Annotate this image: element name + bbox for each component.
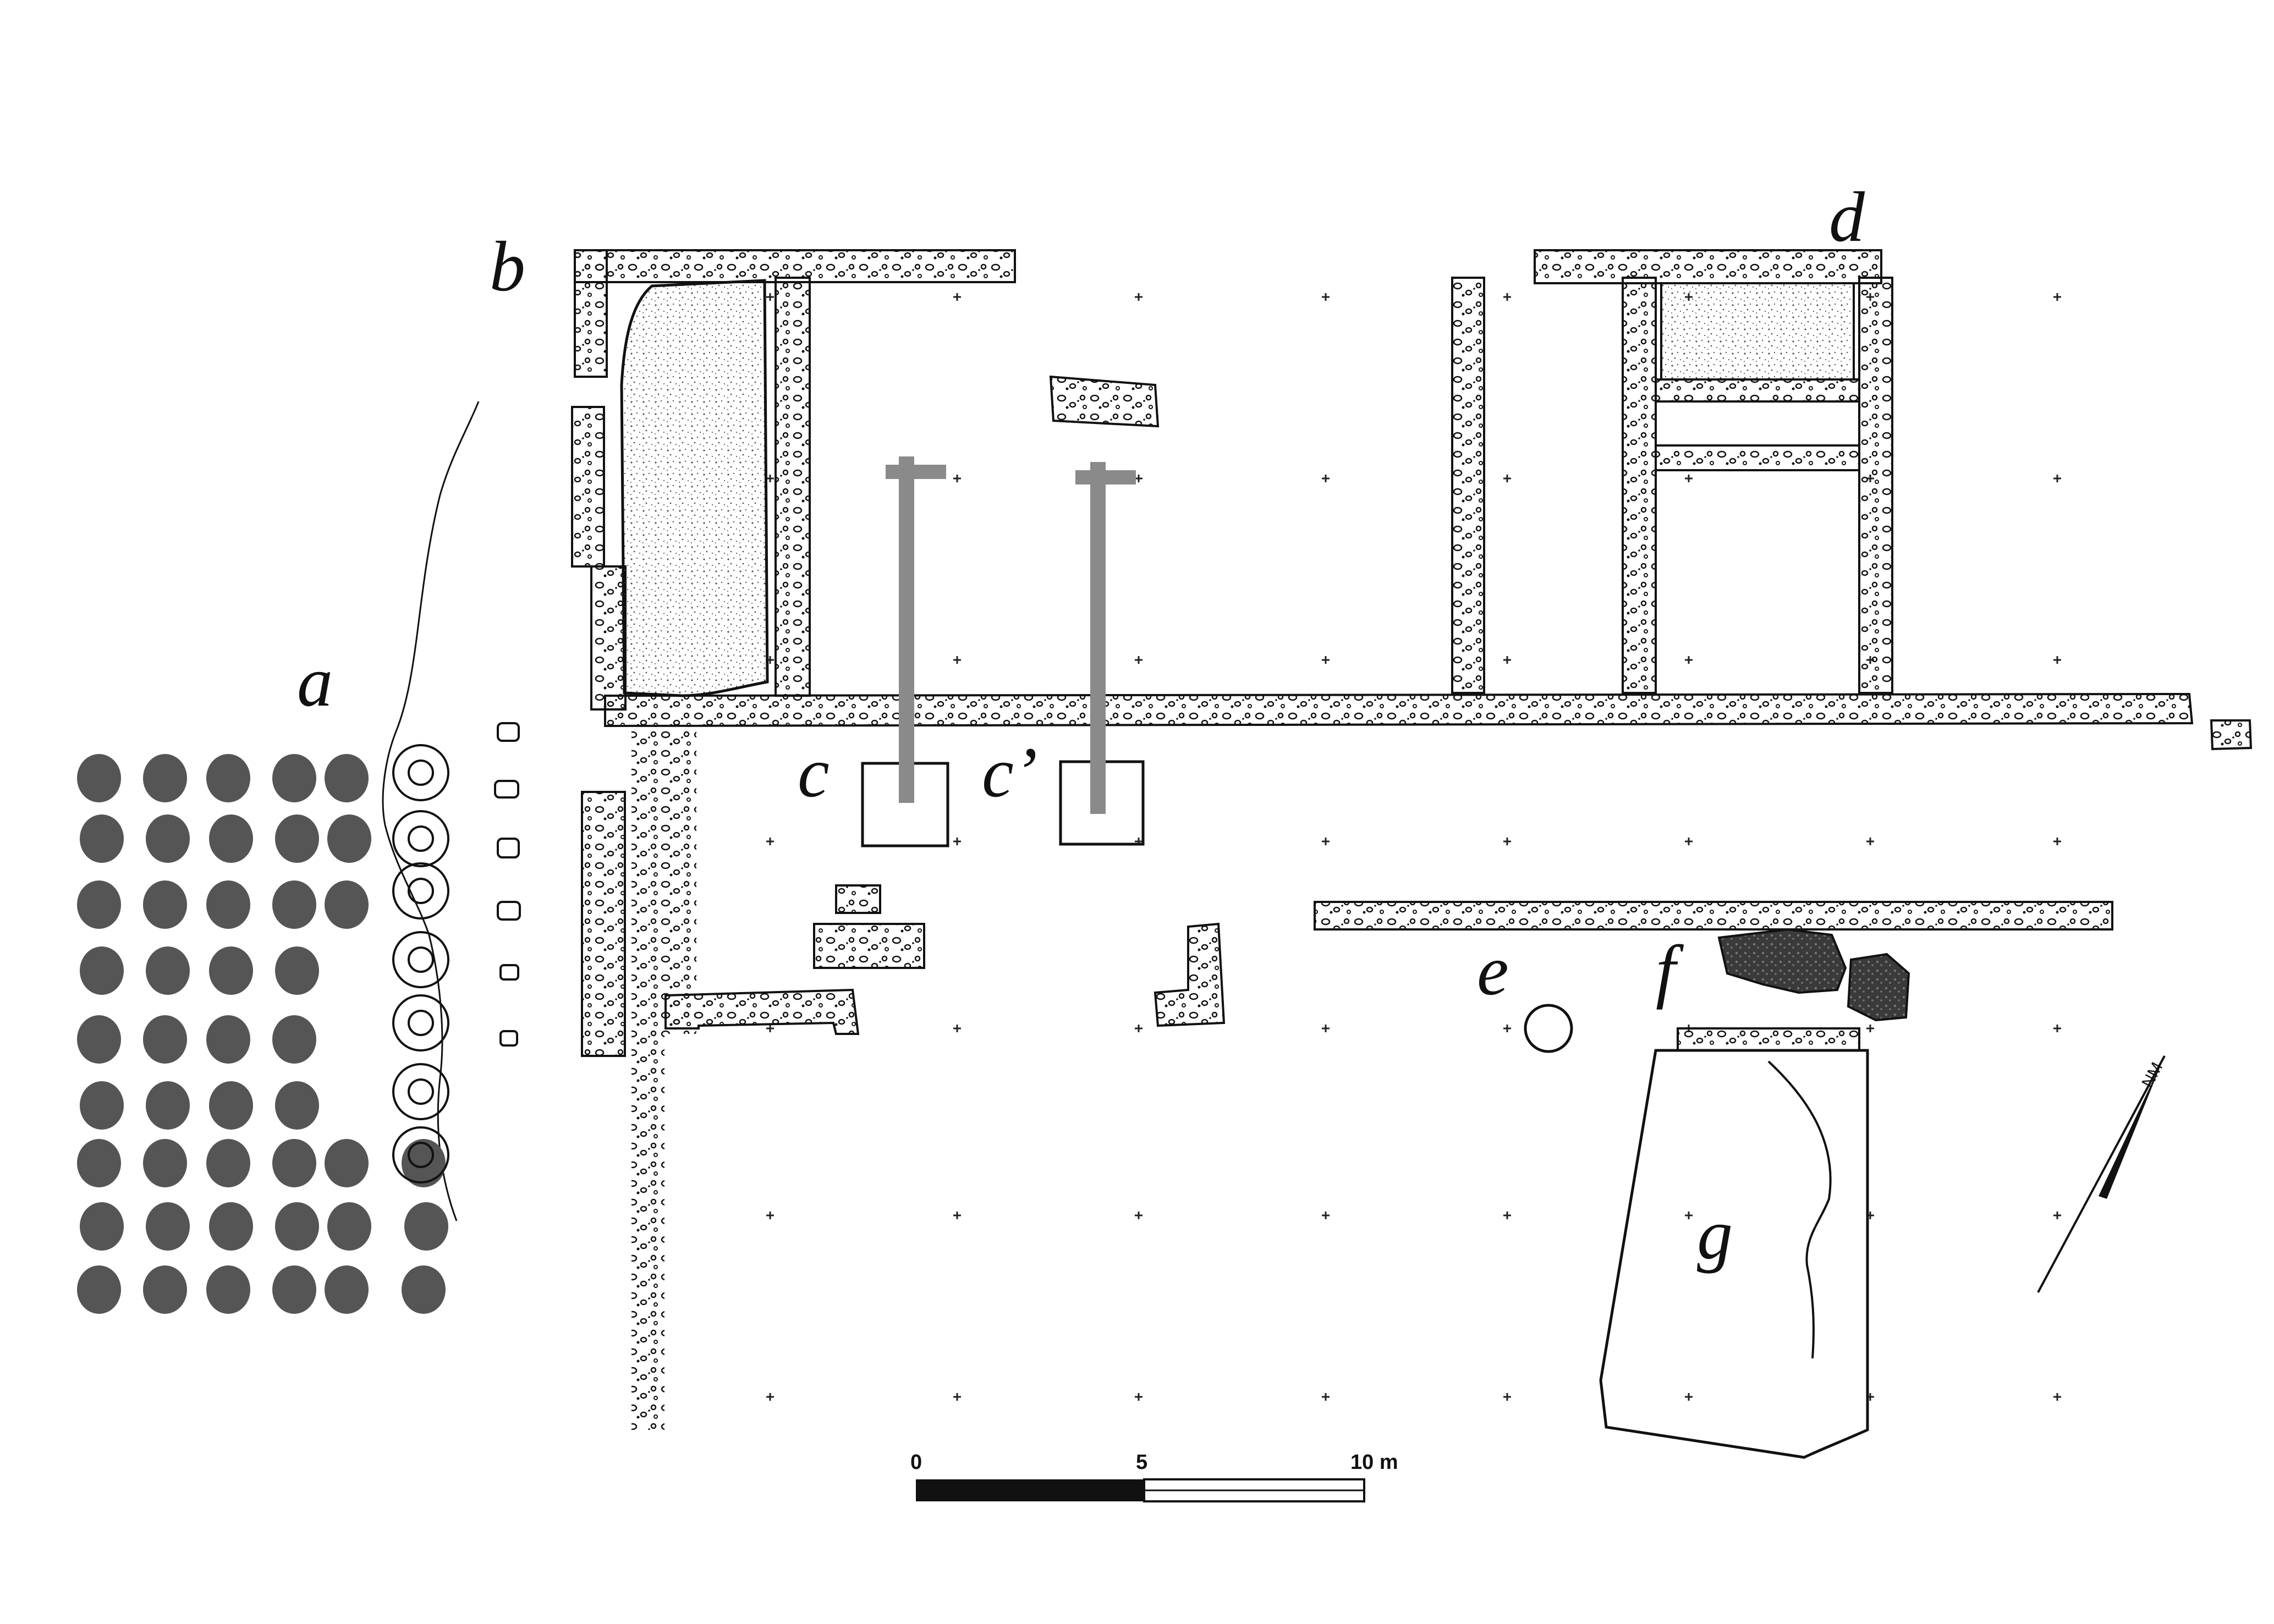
label-e: e	[1477, 931, 1509, 1010]
feature-a-ring-inner	[408, 825, 434, 852]
small-enclosure	[664, 988, 860, 1035]
feature-a-dot	[272, 754, 316, 802]
feature-a-dot	[275, 1202, 319, 1251]
feature-a-dot	[77, 1015, 121, 1064]
feature-a-rings	[392, 744, 449, 1183]
feature-a-dot	[402, 1139, 446, 1187]
grey-pole-c	[886, 456, 946, 803]
feature-a-dot	[206, 1265, 250, 1314]
feature-a-dot	[275, 1081, 319, 1130]
label-c: c	[798, 733, 830, 812]
feature-a-dot	[275, 814, 319, 863]
feature-a-dot	[146, 1081, 190, 1130]
feature-a-dot	[80, 946, 124, 995]
feature-a-dot	[206, 880, 250, 929]
feature-a-dot	[327, 1202, 371, 1251]
label-d: d	[1829, 178, 1865, 257]
feature-a-dot	[206, 1015, 250, 1064]
feature-a-dots	[77, 754, 448, 1314]
feature-a-dot	[209, 946, 253, 995]
long-wall	[604, 692, 2194, 728]
feature-a-ring	[392, 810, 449, 867]
feature-a-dot	[146, 1202, 190, 1251]
feature-a-dot	[143, 880, 187, 929]
west-wall-1	[581, 791, 626, 1057]
feature-a-dot	[275, 946, 319, 995]
feature-a-dot	[80, 1081, 124, 1130]
feature-a-ring-inner	[408, 759, 434, 786]
feature-a-dot	[77, 1265, 121, 1314]
feature-a-dot	[402, 1265, 446, 1314]
middle-wall	[1314, 901, 2113, 931]
feature-a-dot	[272, 1139, 316, 1187]
feature-a-dot	[206, 1139, 250, 1187]
feature-a-dot	[77, 754, 121, 802]
scale-tick-0: 0	[910, 1451, 922, 1474]
label-c-prime: c’	[982, 733, 1037, 812]
isolated-block	[1049, 375, 1160, 428]
feature-a-ring-inner	[408, 946, 434, 973]
grey-pole-c-prime	[1075, 462, 1136, 814]
feature-a-ring	[392, 1063, 449, 1120]
label-f: f	[1656, 931, 1676, 1010]
feature-a-dot	[143, 1265, 187, 1314]
feature-e-circle	[1524, 1004, 1573, 1053]
feature-a-small-blocks	[494, 722, 521, 1047]
west-wall-2	[631, 726, 664, 1430]
feature-f-dark	[1717, 928, 1847, 994]
feature-a-ring	[392, 862, 449, 920]
feature-a-ring	[392, 931, 449, 988]
label-a: a	[297, 642, 333, 722]
feature-a-ring-inner	[408, 1010, 434, 1036]
feature-a-dot	[272, 1265, 316, 1314]
feature-g-outline	[1599, 1049, 1869, 1459]
feature-a-ring	[392, 994, 449, 1052]
label-b: b	[490, 227, 525, 306]
feature-a-dot	[327, 814, 371, 863]
feature-a-ring-inner	[408, 878, 434, 904]
feature-a-dot	[325, 880, 369, 929]
feature-a-ring-inner	[408, 1078, 434, 1105]
feature-a-dot	[325, 1139, 369, 1187]
west-wall-3	[664, 726, 696, 1034]
structure-d	[1451, 249, 1893, 694]
scale-tick-10: 10 m	[1350, 1451, 1398, 1474]
feature-a-dot	[80, 814, 124, 863]
feature-a-dot	[325, 754, 369, 802]
feature-a-dot	[209, 814, 253, 863]
feature-a-ring	[392, 744, 449, 801]
feature-a-ring	[392, 1126, 449, 1183]
label-g: g	[1697, 1195, 1733, 1274]
structure-b	[571, 249, 1016, 711]
feature-a-dot	[325, 1265, 369, 1314]
feature-a-ring-inner	[408, 1142, 434, 1168]
feature-a-dot	[404, 1202, 448, 1251]
survey-grid	[766, 293, 2061, 1401]
feature-a-dot	[272, 880, 316, 929]
north-arrow-icon	[2037, 1055, 2166, 1293]
feature-a-dot	[146, 814, 190, 863]
feature-a-dot	[143, 1015, 187, 1064]
feature-a-dot	[209, 1202, 253, 1251]
feature-a-dot	[143, 1139, 187, 1187]
feature-a-dot	[77, 1139, 121, 1187]
feature-a-dot	[77, 880, 121, 929]
excavation-edge	[382, 401, 480, 1221]
scale-bar	[916, 1478, 1365, 1502]
feature-a-dot	[272, 1015, 316, 1064]
feature-a-dot	[146, 946, 190, 995]
feature-a-dot	[209, 1081, 253, 1130]
scale-tick-5: 5	[1136, 1451, 1148, 1474]
feature-a-dot	[80, 1202, 124, 1251]
feature-a-dot	[206, 754, 250, 802]
feature-a-dot	[143, 754, 187, 802]
